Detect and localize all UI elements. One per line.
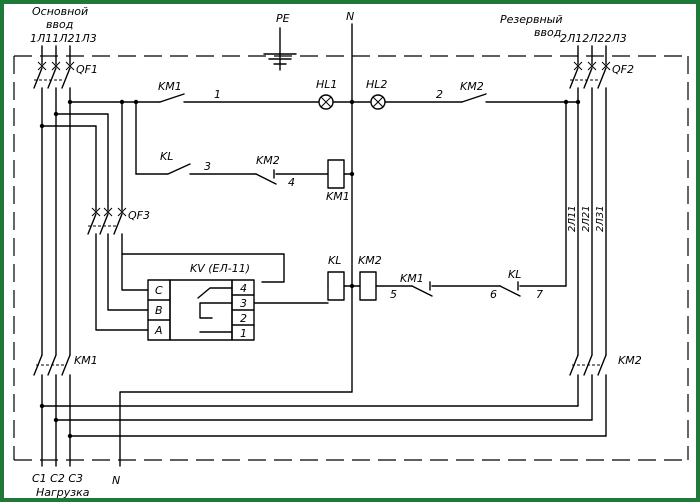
phase-2l1-label: 2Л11 — [567, 205, 578, 232]
km1-main-label: KM1 — [74, 354, 98, 367]
kl-nc-label: KL — [508, 268, 521, 281]
wire-4-label: 4 — [288, 176, 295, 189]
km2-nc-label: KM2 — [256, 154, 280, 167]
reserve-input-phases — [569, 45, 611, 437]
qf3-label: QF3 — [128, 209, 150, 222]
control-line-1 — [67, 93, 581, 110]
hl2-label: HL2 — [366, 78, 387, 91]
km2-coil-label: KM2 — [358, 254, 382, 267]
pe-label: PE — [276, 12, 290, 25]
kv-relay — [147, 279, 329, 341]
reserve-input-title-1: Резервный — [500, 13, 563, 26]
wire-5-label: 5 — [390, 288, 397, 301]
enclosure-dashed — [13, 55, 689, 461]
km1-nc-label: KM1 — [400, 272, 424, 285]
main-input-title-1: Основной — [32, 5, 88, 18]
relay-a-label: A — [154, 324, 163, 337]
neutral-out — [119, 391, 353, 467]
load-title: Нагрузка — [36, 486, 90, 499]
main-input-title-2: ввод — [46, 18, 73, 31]
term-4-label: 4 — [240, 282, 247, 295]
neutral-top-label: N — [346, 10, 354, 23]
control-line-3 — [135, 101, 355, 189]
phase-monitor-wiring — [39, 101, 285, 331]
term-3-label: 3 — [240, 297, 247, 310]
wire-1-label: 1 — [214, 88, 221, 101]
reserve-to-load-bus — [39, 403, 607, 439]
qf2-label: QF2 — [612, 63, 634, 76]
pe-ground — [263, 27, 297, 71]
load-phases-label: C1 C2 C3 — [32, 472, 83, 485]
kl-coil-label: KL — [328, 254, 341, 267]
wire-3-label: 3 — [204, 160, 211, 173]
km2-contact-label: KM2 — [460, 80, 484, 93]
reserve-input-title-2: ввод — [534, 26, 561, 39]
phase-2l2-label: 2Л21 — [581, 205, 592, 232]
main-input-phases — [33, 45, 75, 467]
reserve-input-phases: 2Л12Л22Л3 — [560, 32, 627, 45]
hl1-label: HL1 — [316, 78, 337, 91]
phase-2l3-label: 2Л31 — [595, 205, 606, 232]
term-1-label: 1 — [240, 327, 247, 340]
main-input-phases: 1Л11Л21Л3 — [30, 32, 97, 45]
wire-7-label: 7 — [536, 288, 543, 301]
term-2-label: 2 — [240, 312, 247, 325]
control-line-kl — [327, 101, 567, 301]
wire-2-label: 2 — [436, 88, 443, 101]
qf1-label: QF1 — [76, 63, 98, 76]
km1-contact-label: KM1 — [158, 80, 182, 93]
relay-c-label: C — [155, 284, 163, 297]
wire-6-label: 6 — [490, 288, 497, 301]
relay-b-label: B — [155, 304, 163, 317]
km1-coil-label: KM1 — [326, 190, 350, 203]
neutral-bottom-label: N — [112, 474, 120, 487]
kv-title: KV (ЕЛ-11) — [190, 262, 250, 275]
kl-contact-label: KL — [160, 150, 173, 163]
km2-main-label: KM2 — [618, 354, 642, 367]
